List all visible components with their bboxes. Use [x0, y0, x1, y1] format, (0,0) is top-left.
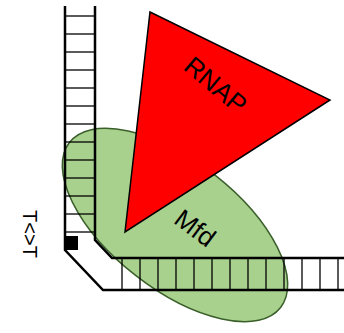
dna-rung: [65, 15, 95, 16]
dna-rung: [139, 258, 140, 290]
dna-strand: [95, 6, 344, 258]
dna-rung: [157, 258, 158, 290]
dna-rung: [65, 141, 95, 142]
dna-rung: [319, 258, 320, 290]
dna-rung: [121, 258, 122, 290]
lesion-label: T<>T: [19, 208, 41, 260]
dna-rung: [65, 33, 95, 34]
dna-rung: [247, 258, 248, 290]
dna-rung: [175, 258, 176, 290]
dna-rung: [229, 258, 230, 290]
dna-strand: [65, 6, 344, 290]
dna-rung: [337, 258, 338, 290]
rnap-triangle-outline: [122, 10, 334, 235]
dna-rung: [65, 105, 95, 106]
dna-rung: [65, 177, 95, 178]
lesion-square: [64, 236, 78, 250]
rnap-triangle: RNAP: [122, 10, 334, 235]
dna-rung: [265, 258, 266, 290]
dna-rung: [301, 258, 302, 290]
triangle-shape: [125, 12, 330, 232]
dna-rung: [65, 51, 95, 52]
dna-rung: [283, 258, 284, 290]
dna-rung: [65, 195, 95, 196]
dna-rung: [65, 213, 95, 214]
dna-rung: [65, 123, 95, 124]
dna-rung: [211, 258, 212, 290]
dna-rung: [65, 231, 95, 232]
dna-rung: [193, 258, 194, 290]
dna-rung: [65, 69, 95, 70]
dna-rung: [65, 159, 95, 160]
dna-rung: [65, 87, 95, 88]
